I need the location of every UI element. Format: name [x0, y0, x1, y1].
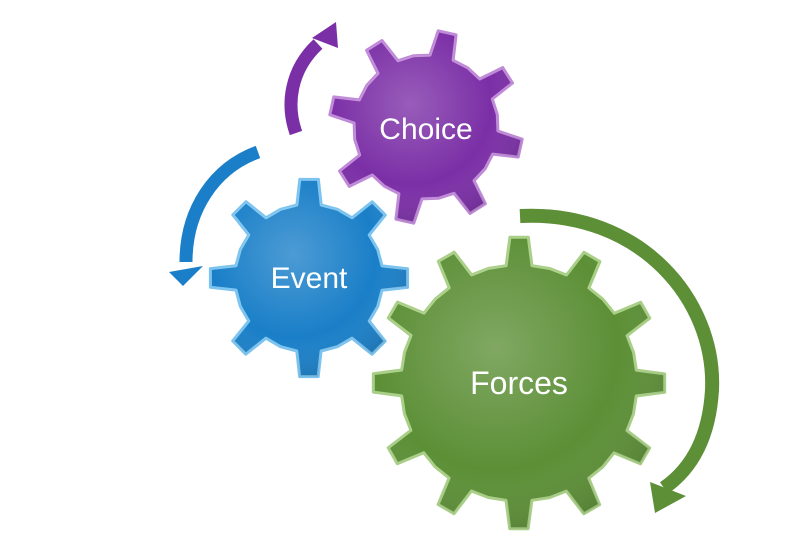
forces-cycle-arrowhead	[650, 482, 686, 513]
gear-event: Event	[208, 177, 410, 379]
gear-forces-highlight	[373, 237, 665, 529]
forces-cycle-arrow	[519, 208, 720, 494]
gear-choice-label: Choice	[379, 113, 472, 146]
gear-event-highlight	[210, 179, 408, 377]
choice-cycle-arrow	[284, 39, 323, 136]
gear-choice: Choice	[328, 29, 524, 225]
event-cycle-arrowhead	[169, 266, 203, 286]
gear-choice-highlight	[329, 30, 523, 224]
gear-forces-label: Forces	[470, 365, 568, 401]
gear-forces: Forces	[371, 235, 667, 531]
gear-event-label: Event	[271, 262, 348, 295]
choice-cycle-arrowhead	[312, 22, 338, 48]
event-cycle-arrow	[179, 145, 261, 263]
